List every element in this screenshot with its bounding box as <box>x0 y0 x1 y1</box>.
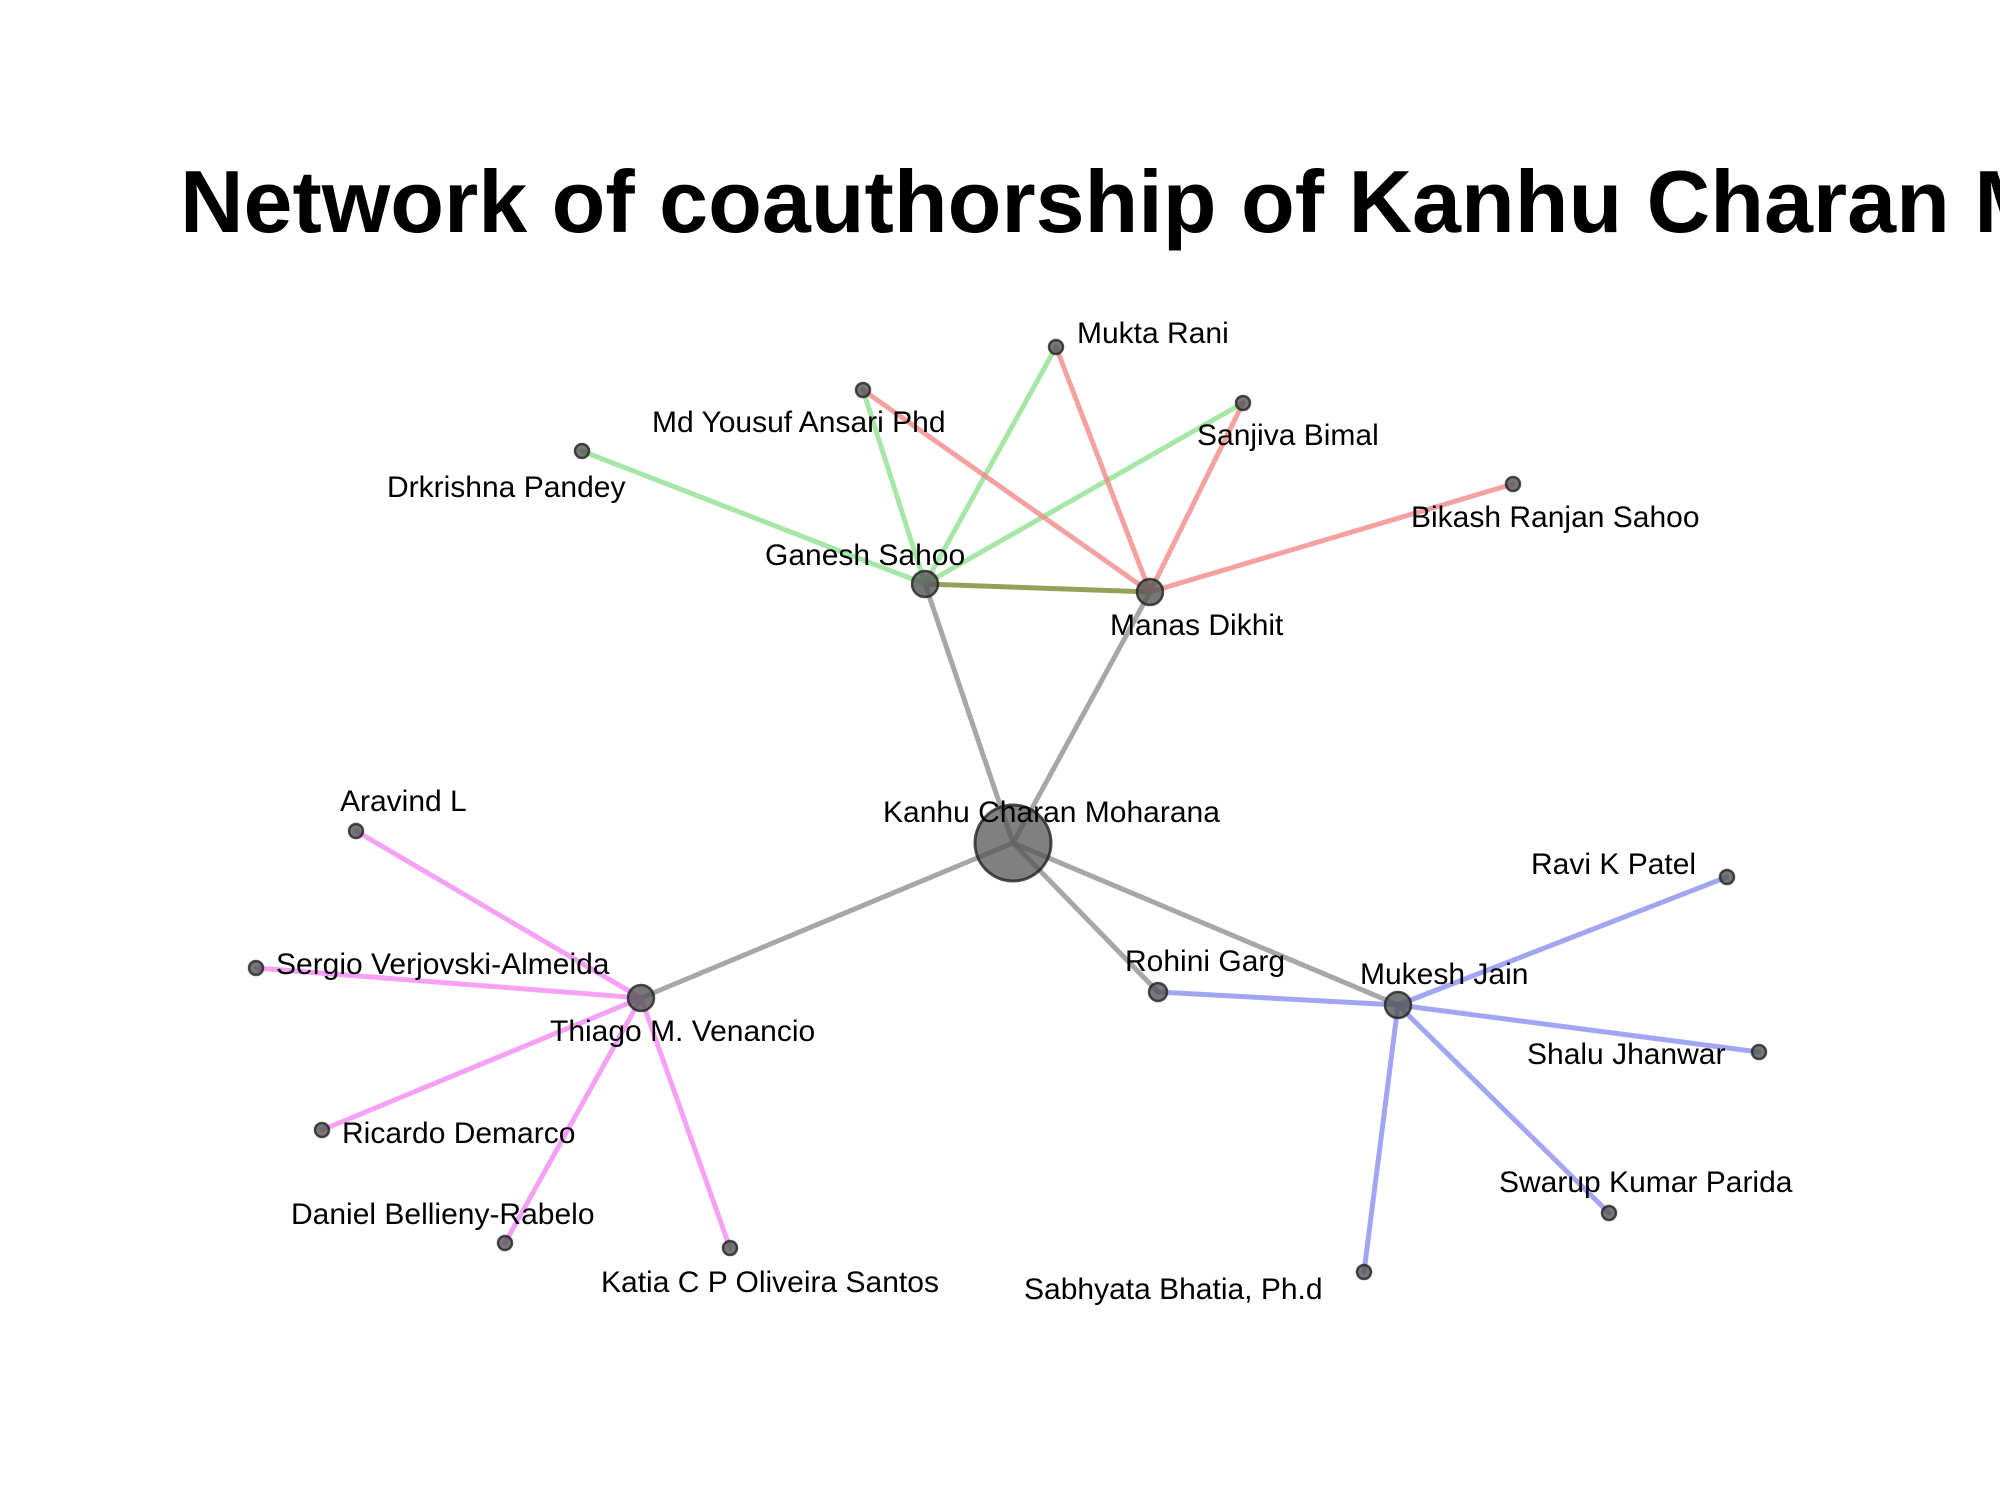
edge-mukesh-shalu <box>1395 1002 1762 1055</box>
node-label-drkrishna: Drkrishna Pandey <box>387 471 625 504</box>
node-label-sabhyata: Sabhyata Bhatia, Ph.d <box>1024 1273 1323 1306</box>
node-sanjiva[interactable] <box>1234 394 1252 412</box>
node-label-sergio: Sergio Verjovski-Almeida <box>276 948 610 981</box>
node-label-rohini: Rohini Garg <box>1125 945 1285 978</box>
node-label-aravind: Aravind L <box>340 785 467 818</box>
node-label-katia: Katia C P Oliveira Santos <box>601 1266 939 1299</box>
edge-thiago-daniel <box>502 995 644 1246</box>
node-mukesh[interactable] <box>1383 990 1413 1020</box>
edge-kanhu-thiago <box>638 840 1016 1001</box>
nodes-layer <box>247 338 1768 1281</box>
edge-thiago-ricardo <box>319 995 644 1133</box>
node-katia[interactable] <box>721 1239 739 1257</box>
node-label-swarup: Swarup Kumar Parida <box>1499 1166 1793 1199</box>
edge-manas-yousuf <box>860 387 1153 595</box>
node-rohini[interactable] <box>1147 981 1169 1003</box>
node-mukta[interactable] <box>1047 338 1065 356</box>
node-kanhu[interactable] <box>973 803 1053 883</box>
edge-mukesh-rohini <box>1155 989 1401 1008</box>
node-aravind[interactable] <box>347 822 365 840</box>
edge-ganesh-sanjiva <box>922 400 1246 587</box>
node-thiago[interactable] <box>626 983 656 1013</box>
edge-thiago-sergio <box>253 965 644 1001</box>
node-yousuf[interactable] <box>854 381 872 399</box>
edge-ganesh-drkrishna <box>579 448 928 587</box>
node-sabhyata[interactable] <box>1355 1263 1373 1281</box>
node-label-kanhu: Kanhu Charan Moharana <box>883 796 1220 829</box>
node-drkrishna[interactable] <box>573 442 591 460</box>
edge-ganesh-mukta <box>922 344 1059 587</box>
edge-kanhu-mukesh <box>1010 840 1401 1008</box>
edge-ganesh-manas <box>922 581 1153 595</box>
edge-kanhu-manas <box>1010 589 1153 846</box>
edge-thiago-katia <box>638 995 733 1251</box>
node-label-ravi: Ravi K Patel <box>1531 848 1696 881</box>
edge-mukesh-sabhyata <box>1361 1002 1401 1275</box>
node-shalu[interactable] <box>1750 1043 1768 1061</box>
node-ricardo[interactable] <box>313 1121 331 1139</box>
node-ganesh[interactable] <box>910 569 940 599</box>
node-label-sanjiva: Sanjiva Bimal <box>1197 419 1379 452</box>
node-label-daniel: Daniel Bellieny-Rabelo <box>291 1198 595 1231</box>
diagram-title: Network of coauthorship of Kanhu Charan … <box>180 152 2000 251</box>
edge-kanhu-ganesh <box>922 581 1016 846</box>
edge-manas-sanjiva <box>1147 400 1246 595</box>
node-label-ganesh: Ganesh Sahoo <box>765 539 965 572</box>
edge-mukesh-ravi <box>1395 874 1730 1008</box>
node-daniel[interactable] <box>496 1234 514 1252</box>
node-label-thiago: Thiago M. Venancio <box>550 1015 815 1048</box>
node-label-manas: Manas Dikhit <box>1110 609 1284 642</box>
edge-thiago-aravind <box>353 828 644 1001</box>
node-label-mukesh: Mukesh Jain <box>1360 958 1528 991</box>
node-sergio[interactable] <box>247 959 265 977</box>
edge-manas-bikash <box>1147 481 1516 595</box>
node-label-ricardo: Ricardo Demarco <box>342 1117 575 1150</box>
edge-manas-mukta <box>1053 344 1153 595</box>
node-ravi[interactable] <box>1718 868 1736 886</box>
node-label-bikash: Bikash Ranjan Sahoo <box>1411 501 1700 534</box>
node-bikash[interactable] <box>1504 475 1522 493</box>
node-label-shalu: Shalu Jhanwar <box>1527 1038 1725 1071</box>
edge-ganesh-yousuf <box>860 387 928 587</box>
edge-mukesh-swarup <box>1395 1002 1612 1216</box>
node-label-yousuf: Md Yousuf Ansari Phd <box>652 406 946 439</box>
edges-layer <box>253 344 1762 1275</box>
node-label-mukta: Mukta Rani <box>1077 317 1229 350</box>
node-manas[interactable] <box>1135 577 1165 607</box>
node-swarup[interactable] <box>1600 1204 1618 1222</box>
